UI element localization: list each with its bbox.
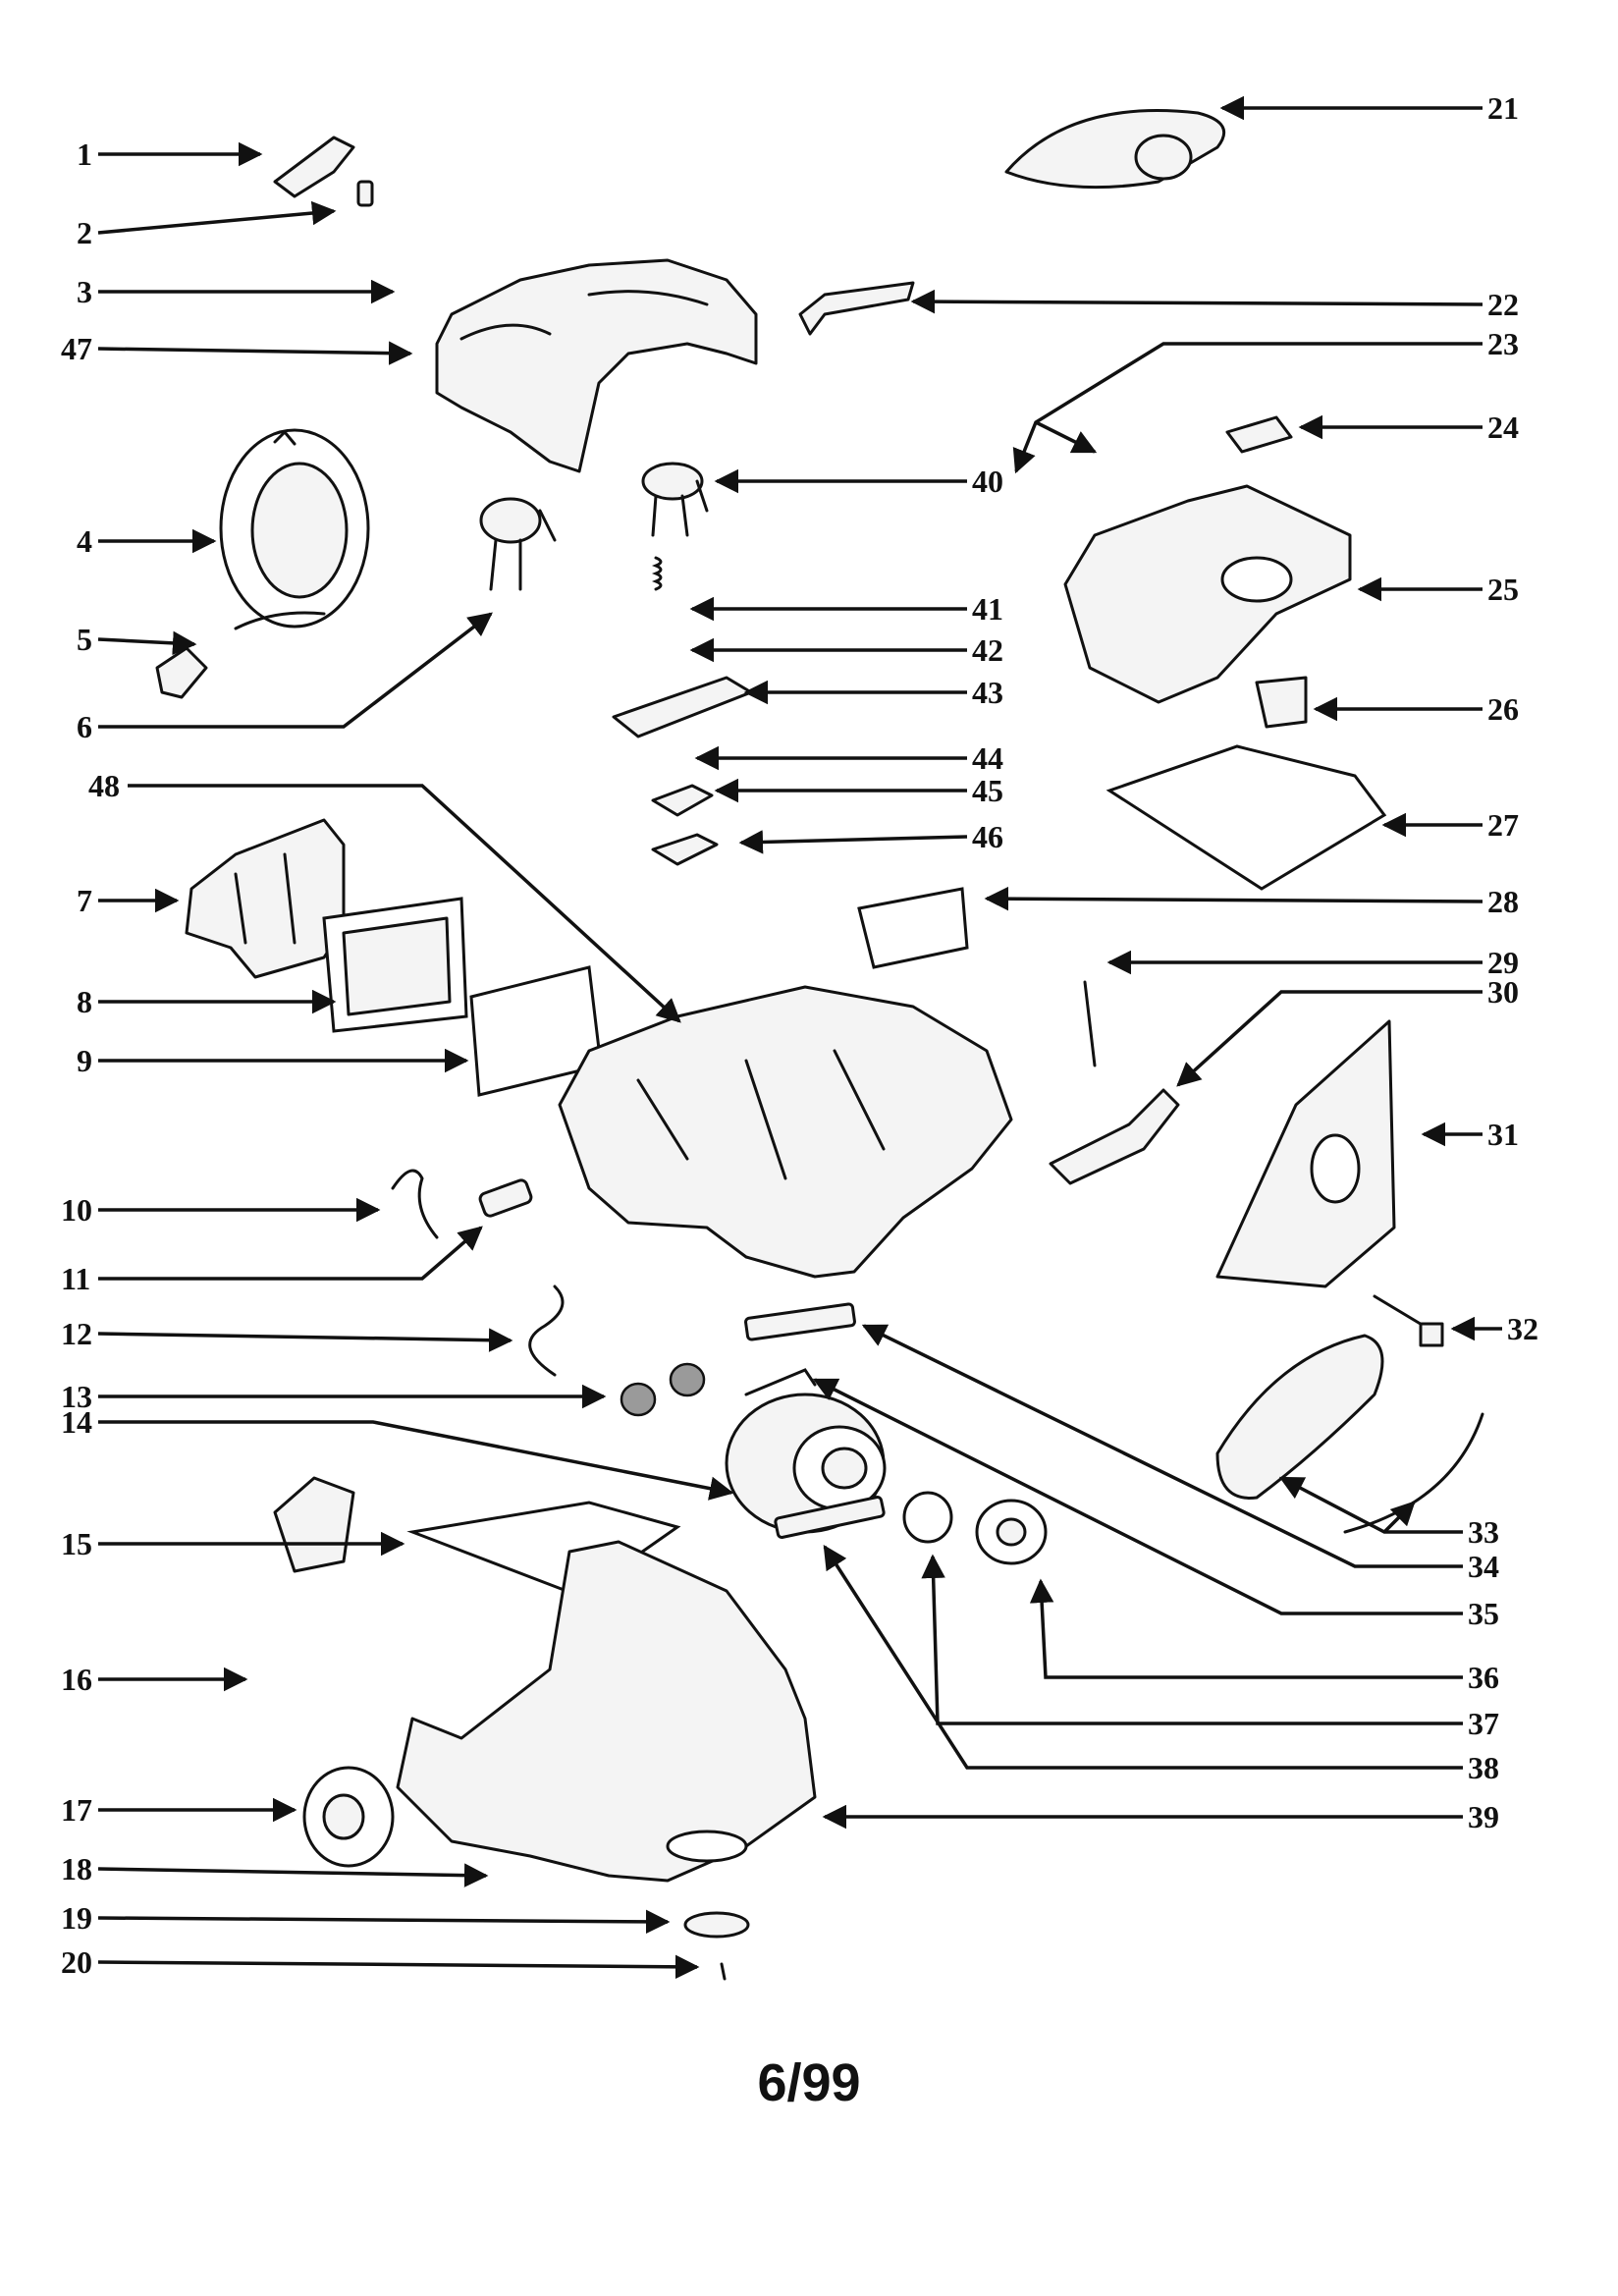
callout-21: 21	[1487, 90, 1519, 126]
leader-lines	[97, 95, 1502, 1980]
callout-29: 29	[1487, 945, 1519, 980]
callout-13: 13	[61, 1379, 92, 1414]
callout-28: 28	[1487, 884, 1519, 919]
callout-47: 47	[61, 331, 92, 366]
callout-45: 45	[972, 773, 1003, 808]
callout-48: 48	[88, 768, 120, 803]
callout-38: 38	[1468, 1750, 1499, 1785]
callout-31: 31	[1487, 1117, 1519, 1152]
callout-5: 5	[77, 622, 92, 657]
callout-30: 30	[1487, 974, 1519, 1010]
page-number: 6/99	[757, 2053, 861, 2112]
callout-3: 3	[77, 274, 92, 309]
callout-labels: 1 2 3 47 4 5 6 48 7 8 9 10 11 12 13 14 1…	[61, 90, 1538, 1980]
callout-26: 26	[1487, 691, 1519, 727]
callout-43: 43	[972, 675, 1003, 710]
callout-20: 20	[61, 1944, 92, 1980]
callout-11: 11	[61, 1261, 90, 1296]
callout-15: 15	[61, 1526, 92, 1561]
callout-44: 44	[972, 740, 1003, 776]
part-drawings	[155, 109, 1484, 1981]
callout-19: 19	[61, 1900, 92, 1936]
callout-36: 36	[1468, 1660, 1499, 1695]
callout-22: 22	[1487, 287, 1519, 322]
callout-46: 46	[972, 819, 1003, 854]
callout-37: 37	[1468, 1706, 1499, 1741]
callout-14: 14	[61, 1404, 92, 1440]
callout-10: 10	[61, 1192, 92, 1228]
callout-34: 34	[1468, 1549, 1499, 1584]
callout-16: 16	[61, 1662, 92, 1697]
callout-27: 27	[1487, 807, 1519, 843]
callout-8: 8	[77, 984, 92, 1019]
callout-24: 24	[1487, 410, 1519, 445]
callout-41: 41	[972, 591, 1003, 627]
callout-1: 1	[77, 137, 92, 172]
callout-40: 40	[972, 464, 1003, 499]
callout-12: 12	[61, 1316, 92, 1351]
callout-4: 4	[77, 523, 92, 559]
callout-9: 9	[77, 1043, 92, 1078]
callout-32: 32	[1507, 1311, 1538, 1346]
callout-33: 33	[1468, 1514, 1499, 1550]
callout-23: 23	[1487, 326, 1519, 361]
callout-35: 35	[1468, 1596, 1499, 1631]
callout-7: 7	[77, 883, 92, 918]
callout-6: 6	[77, 709, 92, 744]
callout-2: 2	[77, 215, 92, 250]
callout-42: 42	[972, 632, 1003, 668]
callout-17: 17	[61, 1792, 92, 1828]
callout-18: 18	[61, 1851, 92, 1886]
callout-25: 25	[1487, 572, 1519, 607]
callout-39: 39	[1468, 1799, 1499, 1834]
